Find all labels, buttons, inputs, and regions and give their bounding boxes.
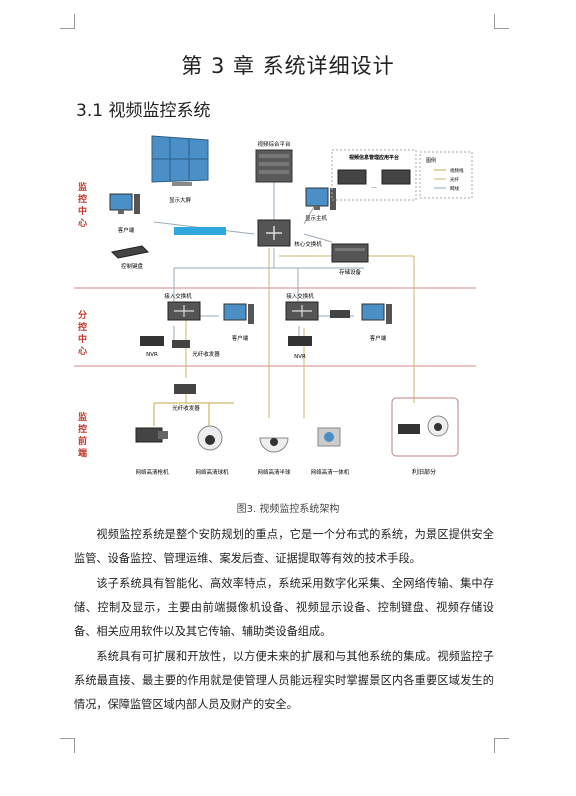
section-title: 3.1 视频监控系统 xyxy=(76,101,211,121)
camera-half-ball-icon xyxy=(259,437,289,453)
access-switch-right xyxy=(285,301,319,321)
nvr-left xyxy=(140,336,164,346)
big-screen xyxy=(151,135,209,186)
crop-mark-top-left xyxy=(60,14,75,29)
decoder-bar xyxy=(174,227,226,235)
label-cam-gun: 网络高清枪机 xyxy=(135,468,169,476)
reuse-nvr xyxy=(398,424,420,434)
label-control-keyboard: 控制键盘 xyxy=(121,262,144,270)
label-client-sub-right: 客户端 xyxy=(370,334,387,342)
svg-text:···: ··· xyxy=(371,185,377,192)
label-fiber-transceiver-front: 光纤收发器 xyxy=(172,404,200,412)
label-access-switch-left: 接入交换机 xyxy=(164,292,192,300)
svg-text:控: 控 xyxy=(78,423,87,435)
svg-text:中: 中 xyxy=(78,333,87,345)
label-nvr-left: NVR xyxy=(146,352,158,358)
zone-label-char: 监 xyxy=(78,181,87,193)
zone-label-monitor-center: 监 控 中 心 xyxy=(78,181,87,229)
camera-ball-icon xyxy=(197,425,223,451)
reuse-box xyxy=(391,397,459,457)
reuse-camera-icon xyxy=(427,415,449,437)
client-pc-sub-left xyxy=(223,303,254,324)
legend-item-fiber: 光纤 xyxy=(450,176,459,183)
camera-integrated-icon xyxy=(317,427,341,447)
svg-text:端: 端 xyxy=(78,447,87,459)
label-storage: 存储设备 xyxy=(339,268,362,276)
paragraph-3: 系统具有可扩展和开放性，以方便未来的扩展和与其他系统的集成。视频监控子系统最直接… xyxy=(74,650,494,711)
label-cam-integrated: 网络高清一体机 xyxy=(311,468,350,476)
svg-text:心: 心 xyxy=(78,218,87,229)
legend-title: 图例 xyxy=(426,157,436,164)
legend-item-video: 视频线 xyxy=(450,167,464,174)
label-client-sub-left: 客户端 xyxy=(232,334,249,342)
label-access-switch-right: 接入交换机 xyxy=(286,292,314,300)
storage-device-icon xyxy=(331,243,369,263)
video-platform-device xyxy=(255,149,293,183)
zone-label-sub-center: 分 控 中 心 xyxy=(78,309,87,357)
video-lines xyxy=(153,402,234,426)
paragraph-2: 该子系统具有智能化、高效率特点，系统采用数字化采集、全网络传输、集中存储、控制及… xyxy=(74,577,494,638)
zone-label-frontend: 监 控 前 端 xyxy=(78,411,87,459)
label-cam-ball: 网络高清球机 xyxy=(195,468,229,476)
client-pc-center xyxy=(109,193,140,214)
label-big-screen: 显示大屏 xyxy=(169,196,192,204)
fiber-transceiver-front xyxy=(174,384,196,394)
control-keyboard-icon xyxy=(110,245,150,259)
camera-gun-icon xyxy=(135,427,168,443)
label-core-switch: 核心交换机 xyxy=(294,240,322,248)
nvr-right xyxy=(288,336,312,346)
client-pc-sub-right xyxy=(361,303,392,324)
legend-item-network: 网线 xyxy=(450,185,459,192)
svg-text:分: 分 xyxy=(78,309,87,321)
label-fiber-transceiver-left: 光纤收发器 xyxy=(192,350,220,358)
label-app-platform: 视频信息管理应用平台 xyxy=(349,154,399,161)
svg-text:中: 中 xyxy=(78,205,87,217)
label-reuse: 利旧部分 xyxy=(412,468,436,476)
figure-caption: 图3. 视频监控系统架构 xyxy=(236,504,340,515)
crop-mark-bottom-right xyxy=(494,738,509,753)
small-switch-right xyxy=(330,310,350,318)
svg-text:控: 控 xyxy=(78,321,87,333)
crop-mark-bottom-left xyxy=(60,738,75,753)
label-video-platform: 视频综合平台 xyxy=(257,140,291,148)
core-switch-icon xyxy=(257,219,291,247)
fiber-transceiver-left xyxy=(172,340,190,348)
system-architecture-diagram: 监 控 中 心 分 控 中 心 监 控 前 端 xyxy=(74,135,476,476)
svg-text:心: 心 xyxy=(78,346,87,357)
svg-text:前: 前 xyxy=(78,435,87,447)
display-host-icon xyxy=(305,187,336,210)
label-client-center: 客户端 xyxy=(118,226,135,234)
paragraph-1: 视频监控系统是整个安防规划的重点，它是一个分布式的系统，为景区提供安全监管、设备… xyxy=(74,528,494,565)
access-switch-left xyxy=(167,301,201,321)
label-cam-half-ball: 网络高清半球 xyxy=(257,468,291,476)
label-display-host: 显示主机 xyxy=(305,214,328,222)
legend-box xyxy=(419,151,473,199)
svg-text:监: 监 xyxy=(78,411,87,423)
svg-text:控: 控 xyxy=(78,193,87,205)
crop-mark-top-right xyxy=(494,14,509,29)
app-servers: ··· xyxy=(337,169,411,192)
app-platform-box xyxy=(331,149,417,201)
chapter-title: 第 3 章 系统详细设计 xyxy=(181,54,395,78)
fiber-lines xyxy=(185,248,415,418)
label-nvr-right: NVR xyxy=(294,354,306,360)
